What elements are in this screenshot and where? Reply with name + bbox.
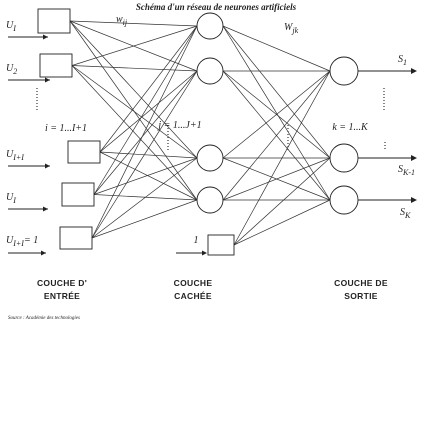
weight-jk-label: Wjk — [284, 22, 299, 35]
hidden-neuron-2 — [196, 57, 224, 85]
arrow-icon — [202, 250, 207, 256]
hidden-bias-box — [207, 234, 235, 256]
input-box-5 — [59, 226, 93, 250]
input-label-2: U2 — [6, 63, 17, 76]
input-layer-label-line2: ENTRÉE — [44, 291, 80, 301]
hidden-neuron-4 — [196, 186, 224, 214]
link-input-5-hidden-2 — [91, 70, 198, 239]
diagram-title: Schéma d'un réseau de neurones artificie… — [136, 2, 297, 12]
output-label-2: SK-1 — [398, 164, 415, 177]
arrow-icon — [411, 197, 417, 203]
link-hidden-1-output-1 — [222, 25, 331, 72]
link-input-4-hidden-1 — [93, 25, 198, 195]
link-input-2-hidden-3 — [71, 65, 198, 159]
input-layer-label-line1: COUCHE D' — [37, 278, 87, 288]
arrow-icon — [411, 155, 417, 161]
link-input-5-hidden-4 — [91, 199, 198, 239]
link-input-5-hidden-3 — [91, 157, 198, 239]
input-index-label: i = 1...I+1 — [45, 123, 87, 134]
arrow-icon — [45, 163, 50, 169]
link-bias-output-3 — [233, 199, 331, 246]
output-index-label: k = 1...K — [332, 122, 369, 133]
arrow-icon — [411, 68, 417, 74]
arrow-icon — [43, 206, 48, 212]
link-input-2-hidden-2 — [71, 65, 198, 72]
input-label-3: UI+I — [6, 149, 24, 162]
source-note: Source : Académie des technologies — [8, 316, 80, 321]
output-label-3: SK — [400, 207, 411, 220]
input-box-2 — [39, 53, 73, 78]
output-neuron-3 — [329, 185, 359, 215]
hidden-index-label: j = 1...J+1 — [156, 120, 201, 131]
link-input-2-hidden-1 — [71, 25, 198, 66]
input-label-5: UI+I= 1 — [6, 235, 38, 248]
link-input-3-hidden-2 — [99, 70, 198, 153]
link-input-2-hidden-4 — [71, 65, 198, 201]
hidden-bias-label: 1 — [194, 235, 199, 246]
output-label-1: S1 — [398, 54, 407, 67]
link-bias-output-2 — [233, 157, 331, 246]
network-shapes — [8, 8, 417, 256]
link-input-1-hidden-4 — [69, 20, 198, 201]
input-label-4: UI — [6, 192, 16, 205]
input-labels: UI U2 UI+I UI UI+I= 1 — [6, 20, 38, 248]
input-label-1: UI — [6, 20, 16, 33]
link-input-1-hidden-3 — [69, 20, 198, 159]
input-box-3 — [67, 140, 101, 164]
arrow-icon — [43, 34, 48, 40]
link-bias-output-1 — [233, 70, 331, 246]
link-input-5-hidden-1 — [91, 25, 198, 239]
weight-ij-label: wij — [116, 14, 128, 27]
link-input-3-hidden-1 — [99, 25, 198, 153]
input-box-1 — [37, 8, 71, 34]
output-labels: S1 SK-1 SK — [398, 54, 415, 220]
connection-lines — [69, 20, 331, 246]
link-hidden-1-output-3 — [222, 25, 331, 201]
hidden-neuron-1 — [196, 12, 224, 40]
arrow-icon — [45, 77, 50, 83]
output-neuron-2 — [329, 143, 359, 173]
link-input-4-hidden-2 — [93, 70, 198, 195]
hidden-layer-label-line1: COUCHE — [174, 278, 213, 288]
arrow-icon — [41, 250, 46, 256]
output-neuron-1 — [329, 56, 359, 86]
output-layer-label-line1: COUCHE DE — [334, 278, 388, 288]
link-input-3-hidden-3 — [99, 151, 198, 159]
link-hidden-3-output-1 — [222, 70, 331, 159]
link-input-3-hidden-4 — [99, 151, 198, 201]
link-hidden-4-output-2 — [222, 157, 331, 201]
hidden-neuron-3 — [196, 144, 224, 172]
link-input-4-hidden-3 — [93, 157, 198, 195]
hidden-layer-label-line2: CACHÉE — [174, 291, 212, 301]
ellipsis-dots — [36, 88, 386, 150]
output-layer-label-line2: SORTIE — [344, 291, 377, 301]
link-hidden-1-output-2 — [222, 25, 331, 159]
link-input-1-hidden-1 — [69, 20, 198, 27]
link-hidden-4-output-1 — [222, 70, 331, 201]
input-box-4 — [61, 182, 95, 207]
